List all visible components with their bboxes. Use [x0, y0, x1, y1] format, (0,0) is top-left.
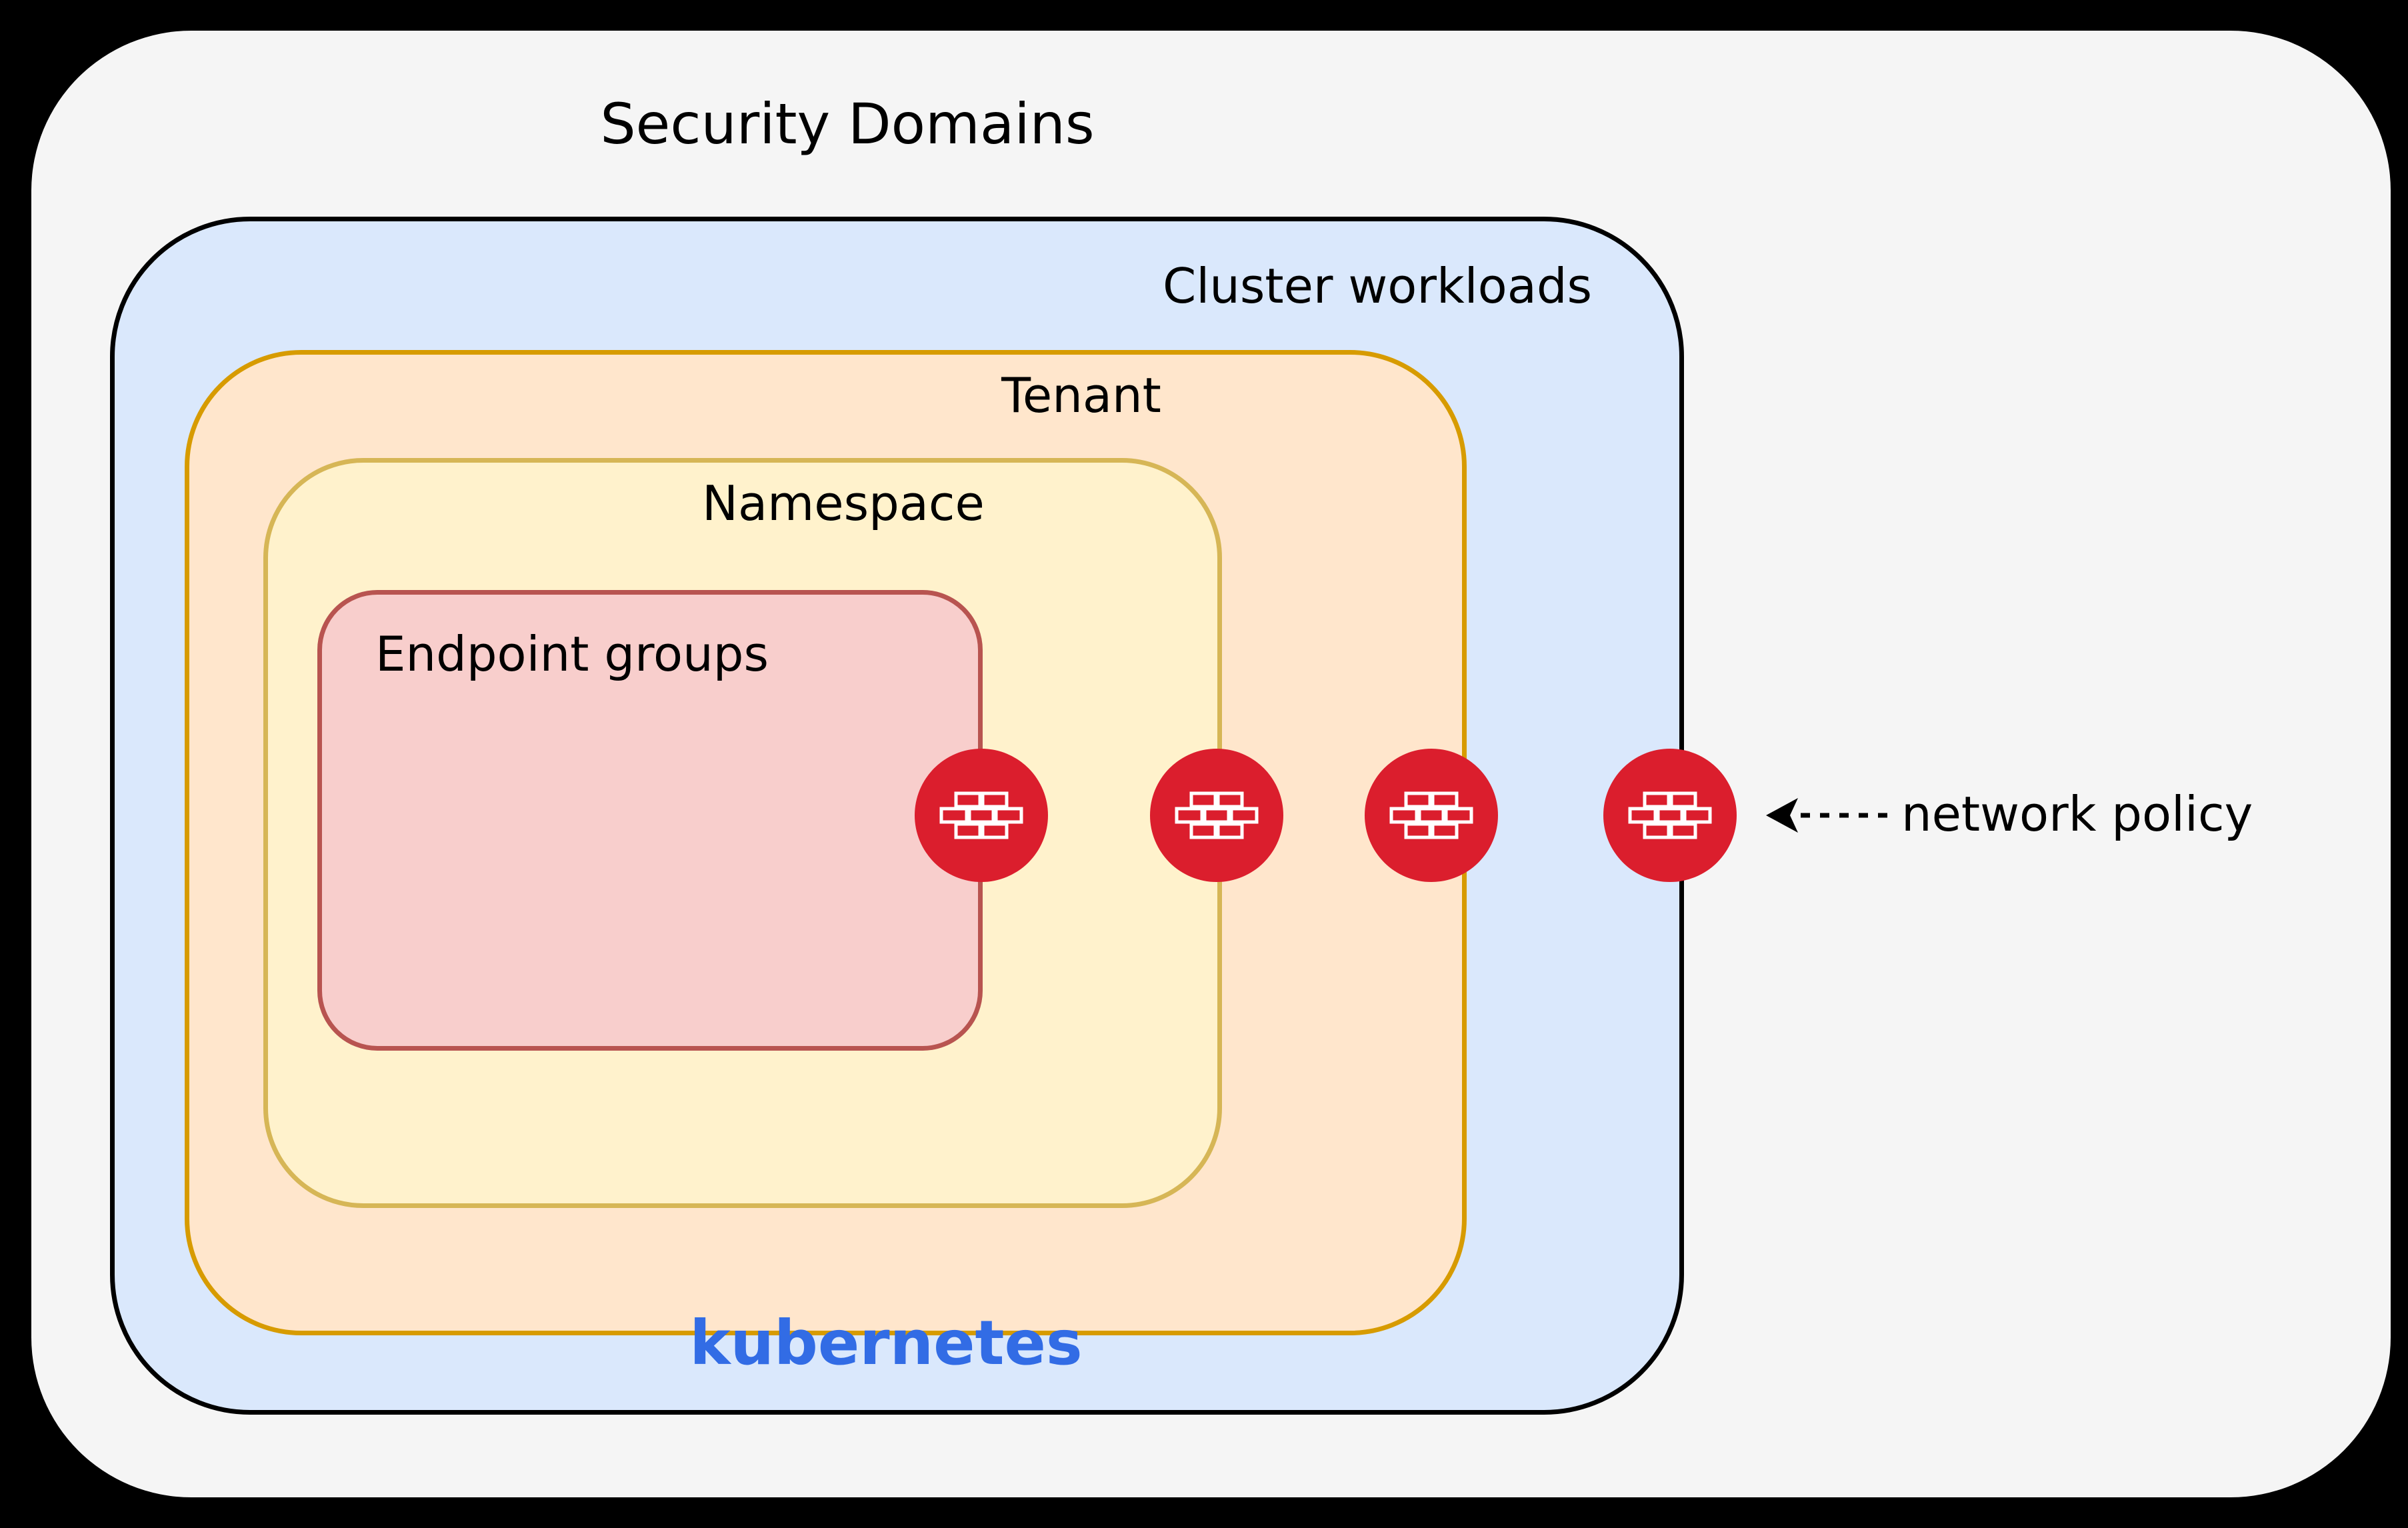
endpoint-groups-label: Endpoint groups: [375, 626, 769, 682]
firewall-circle-cluster-boundary: [1603, 749, 1737, 882]
domain-endpoint-groups: [317, 590, 983, 1051]
namespace-label: Namespace: [702, 475, 985, 531]
firewall-circle-endpoint-boundary: [915, 749, 1048, 882]
tenant-label: Tenant: [1001, 367, 1161, 423]
firewall-brick-icon: [1175, 791, 1259, 839]
firewall-circle-tenant-boundary: [1365, 749, 1498, 882]
dashed-arrow-left-icon: [1766, 798, 1887, 833]
firewall-brick-icon: [1389, 791, 1473, 839]
page-title: Security Domains: [600, 91, 1095, 157]
firewall-circle-namespace-boundary: [1150, 749, 1283, 882]
firewall-brick-icon: [939, 791, 1023, 839]
kubernetes-label: kubernetes: [689, 1307, 1083, 1379]
network-policy-label: network policy: [1901, 786, 2253, 842]
cluster-workloads-label: Cluster workloads: [1162, 258, 1593, 314]
firewall-brick-icon: [1628, 791, 1712, 839]
